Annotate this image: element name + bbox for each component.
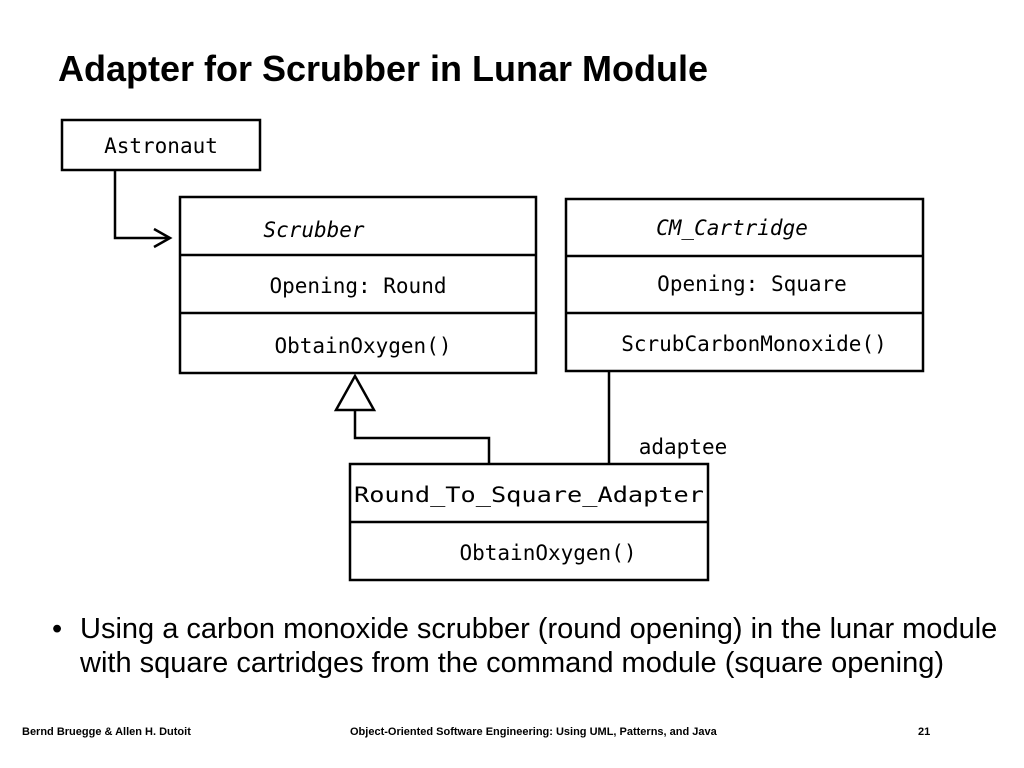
association-line: [113, 170, 170, 240]
inheritance-triangle-icon: [333, 373, 377, 412]
footer-authors: Bernd Bruegge & Allen H. Dutoit: [22, 726, 191, 738]
arrowhead-icon: [153, 227, 173, 249]
astronaut-box: [60, 118, 262, 172]
inheritance-line: [353, 410, 491, 464]
cartridge-class-box: [564, 197, 925, 373]
footer-book-title: Object-Oriented Software Engineering: Us…: [350, 726, 717, 738]
scrubber-attribute: Opening: Round: [269, 274, 446, 298]
bullet-text: Using a carbon monoxide scrubber (round …: [80, 613, 998, 679]
bullet-icon: •: [52, 613, 63, 645]
adapter-operation: ObtainOxygen(): [459, 541, 636, 565]
uml-diagram: Astronaut Scrubber Opening: Round Obtain…: [60, 118, 925, 582]
scrubber-class-box: [178, 195, 538, 375]
scrubber-name: Scrubber: [263, 218, 365, 242]
astronaut-label: Astronaut: [104, 134, 218, 158]
cartridge-operation: ScrubCarbonMonoxide(): [621, 332, 887, 356]
cartridge-name: CM_Cartridge: [656, 216, 808, 240]
cartridge-attribute: Opening: Square: [657, 272, 847, 296]
footer-page-number: 21: [918, 726, 931, 738]
scrubber-operation: ObtainOxygen(): [274, 334, 451, 358]
slide-title: Adapter for Scrubber in Lunar Module: [58, 48, 709, 89]
adapter-name: Round_To_Square_Adapter: [354, 483, 704, 507]
adaptee-label: adaptee: [639, 435, 728, 459]
bullet-point: • Using a carbon monoxide scrubber (roun…: [44, 612, 1004, 680]
